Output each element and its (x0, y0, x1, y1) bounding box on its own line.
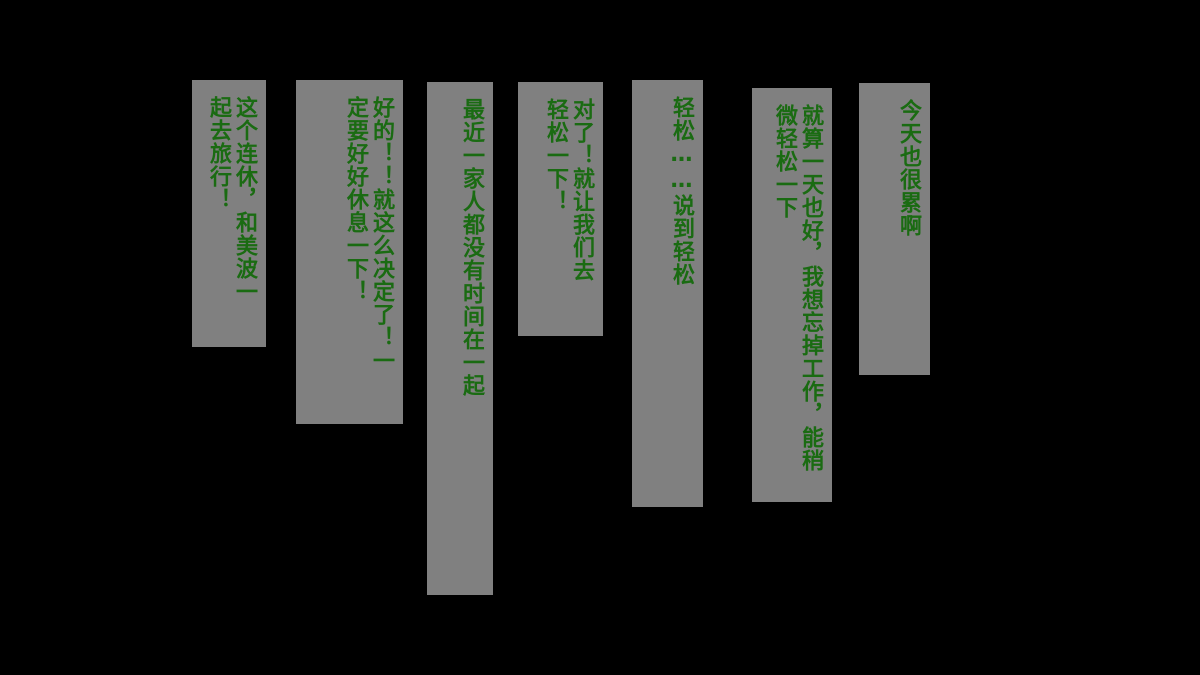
caption-line: 轻松……说到轻松 (669, 96, 694, 286)
caption-box-7: 这个连休，和美波一 起去旅行！ (192, 80, 266, 347)
caption-box-6: 好的！！就这么决定了！一 定要好好休息一下！ (296, 80, 403, 424)
caption-line: 定要好好休息一下！ (343, 96, 368, 303)
caption-box-2: 就算一天也好，我想忘掉工作，能稍 微轻松一下 (752, 88, 832, 502)
caption-line: 轻松一下！ (543, 98, 568, 213)
caption-box-5: 最近一家人都没有时间在一起 (427, 82, 493, 595)
caption-line: 今天也很累啊 (896, 99, 921, 237)
caption-line: 最近一家人都没有时间在一起 (459, 98, 484, 397)
caption-line: 对了！就让我们去 (569, 98, 594, 282)
caption-box-3: 轻松……说到轻松 (632, 80, 703, 507)
caption-line: 这个连休，和美波一 (232, 96, 257, 303)
caption-box-1: 今天也很累啊 (859, 83, 930, 375)
caption-line: 就算一天也好，我想忘掉工作，能稍 (798, 104, 823, 472)
caption-line: 微轻松一下 (772, 104, 797, 219)
caption-line: 好的！！就这么决定了！一 (369, 96, 394, 372)
caption-line: 起去旅行！ (206, 96, 231, 211)
caption-box-4: 对了！就让我们去 轻松一下！ (518, 82, 603, 336)
